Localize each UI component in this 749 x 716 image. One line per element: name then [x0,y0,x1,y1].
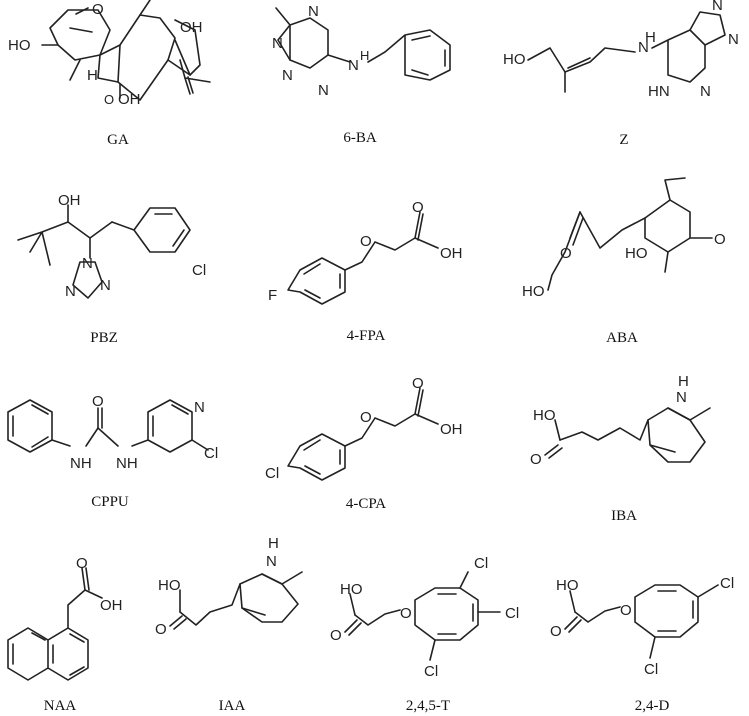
atom-ga-cooh: OH [118,91,141,108]
atom-ba-n3: N [318,82,329,99]
atom-pbz-n2: N [100,277,111,294]
atom-aba-o2: O [714,231,726,248]
atom-ga-oh: OH [180,19,203,36]
atom-ba-nh: N [308,3,319,20]
structure-4-cpa: Cl O O OH [265,375,463,482]
atom-cppu-o: O [92,393,104,410]
atom-t-o: O [330,627,342,644]
atom-cppu-n: N [194,399,205,416]
atom-z-hn: HN [648,83,670,100]
atom-iba-h: H [678,373,689,390]
atom-naa-oh: OH [100,597,123,614]
structure-245-t: HO O O Cl Cl Cl [330,555,519,680]
atom-pbz-n1: N [82,255,93,272]
caption-iaa: IAA [218,698,246,714]
structure-iba: HO O H N [530,373,711,468]
structure-4-fpa: F O O OH [268,199,463,305]
atom-iba-o: O [530,451,542,468]
atom-iba-ho: HO [533,407,556,424]
atom-ga-h: H [87,67,98,84]
atom-cppu-nh1: NH [70,455,92,472]
atom-fpa-f: F [268,287,277,304]
atom-z-n1: N [712,0,723,14]
atom-t-o2: O [400,605,412,622]
atom-cppu-cl: Cl [204,445,218,462]
atom-iba-n: N [676,389,687,406]
atom-ga-ho: HO [8,37,31,54]
caption-4-cpa: 4-CPA [345,496,387,512]
atom-aba-ho: HO [522,283,545,300]
caption-ga: GA [107,132,129,148]
atom-z-n3: N [700,83,711,100]
atom-t-ho: HO [340,581,363,598]
atom-cpa-o: O [360,409,372,426]
atom-t-cl3: Cl [424,663,438,680]
atom-ba-n2: N [282,67,293,84]
caption-pbz: PBZ [90,330,118,346]
atom-z-h: H [645,29,656,46]
atom-cpa-o2: O [412,375,424,392]
atom-cpa-oh: OH [440,421,463,438]
atom-ba-nh2: N [348,57,359,74]
caption-cppu: CPPU [91,494,129,510]
atom-t-cl1: Cl [474,555,488,572]
structure-cppu: NH NH O N Cl [7,393,218,472]
atom-fpa-oh: OH [440,245,463,262]
structure-6-ba: N N N N N H [272,3,451,99]
caption-4-fpa: 4-FPA [346,328,386,344]
atom-fpa-o2: O [412,199,424,216]
atom-ba-n1: N [272,35,283,52]
caption-z: Z [619,132,629,148]
atom-z-ho: HO [503,51,526,68]
structure-ga: HO OH O H OH O [8,0,211,108]
atom-pbz-n3: N [65,283,76,300]
atom-d-o2: O [620,602,632,619]
atom-z-n2: N [728,31,739,48]
structure-naa: O OH [7,555,123,681]
atom-iaa-h: H [268,535,279,552]
atom-iaa-n: N [266,553,277,570]
atom-ga-o1: O [92,1,104,18]
atom-aba-ho2: HO [625,245,648,262]
atom-d-cl2: Cl [644,661,658,678]
caption-245-t: 2,4,5-T [405,698,451,714]
atom-cppu-nh2: NH [116,455,138,472]
structure-iaa: HO O H N [155,535,303,638]
caption-6-ba: 6-BA [343,130,377,146]
structure-24-d: HO O O Cl Cl [550,575,734,678]
atom-iaa-ho: HO [158,577,181,594]
atom-cpa-cl: Cl [265,465,279,482]
caption-aba: ABA [606,330,638,346]
atom-ba-h: H [360,48,369,63]
caption-naa: NAA [43,698,77,714]
atom-d-cl1: Cl [720,575,734,592]
atom-aba-o: O [560,245,572,262]
atom-naa-o: O [76,555,88,572]
caption-iba: IBA [611,508,637,524]
atom-iaa-o: O [155,621,167,638]
atom-t-cl2: Cl [505,605,519,622]
structure-z: HO N H N N HN N [503,0,739,100]
atom-ga-o2: O [104,92,114,107]
atom-d-o: O [550,623,562,640]
atom-fpa-o: O [360,233,372,250]
structure-pbz: OH Cl N N N [17,192,206,300]
structure-aba: HO O HO O [522,177,726,300]
atom-pbz-oh: OH [58,192,81,209]
atom-pbz-cl: Cl [192,262,206,279]
atom-z-nh: N [638,39,649,56]
caption-24-d: 2,4-D [634,698,670,714]
atom-d-ho: HO [556,577,579,594]
